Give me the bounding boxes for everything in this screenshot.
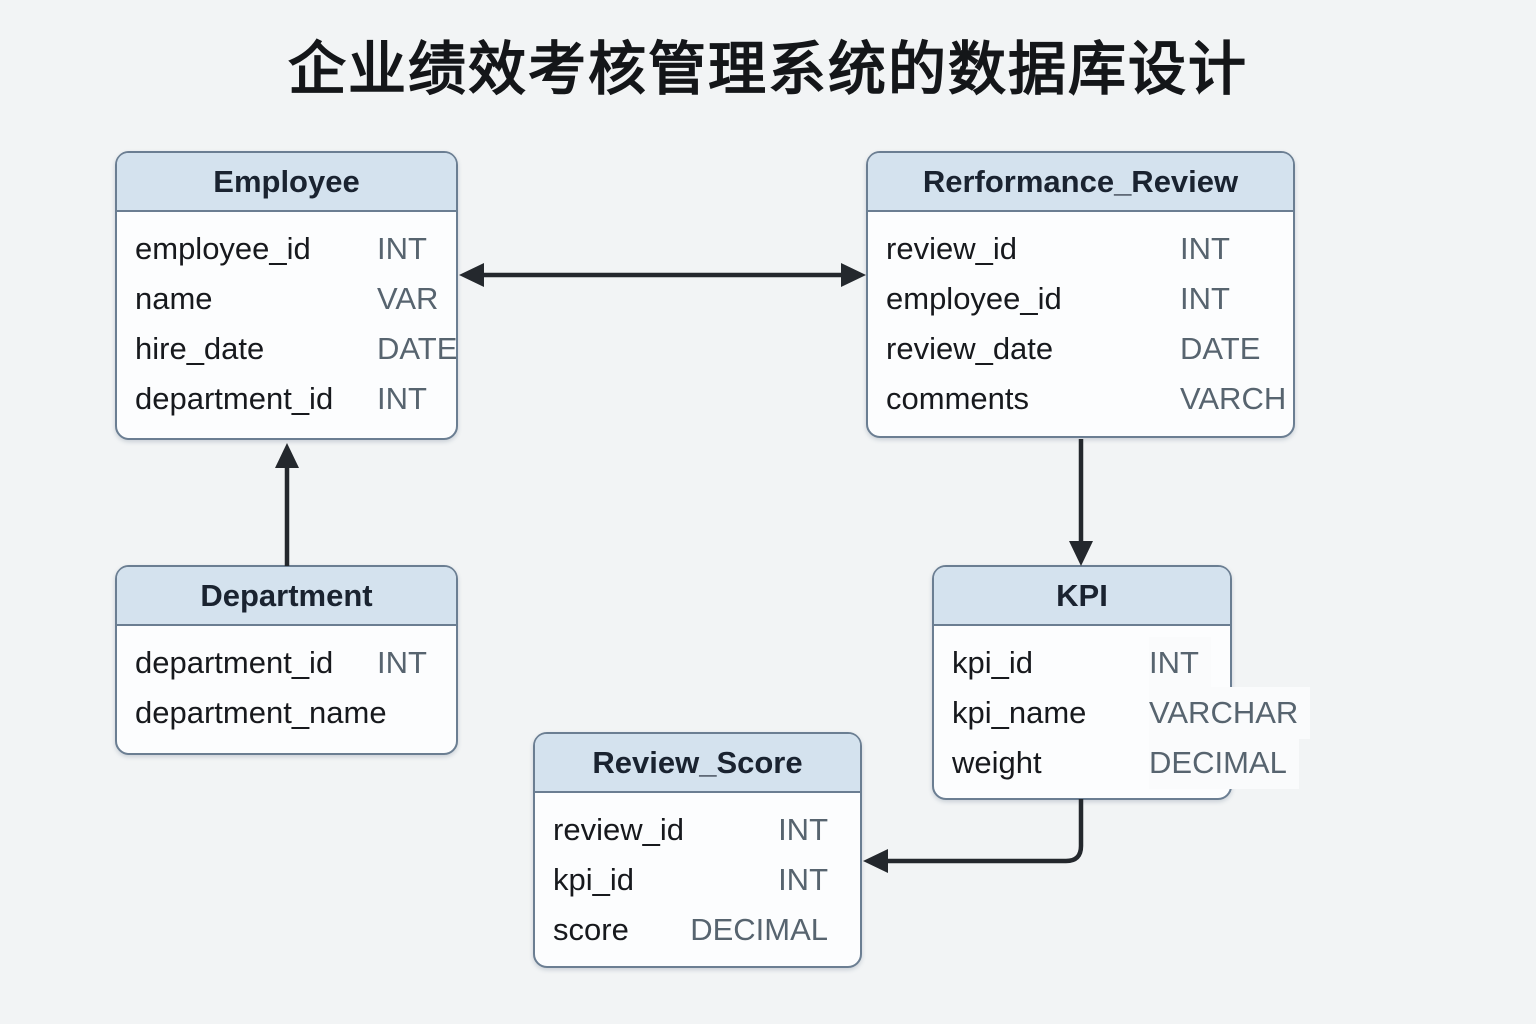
table-department-body: department_id INT department_name bbox=[117, 626, 456, 738]
field-type: DECIMAL bbox=[690, 912, 828, 947]
field-name: kpi_id bbox=[553, 862, 634, 897]
field-row-name: name VAR bbox=[135, 274, 456, 324]
field-row-kpi-id: kpi_id INT bbox=[952, 637, 1230, 689]
field-name: review_id bbox=[886, 231, 1017, 266]
field-name: department_id bbox=[135, 381, 334, 416]
field-name: comments bbox=[886, 381, 1029, 416]
field-row-score: score DECIMAL bbox=[553, 905, 860, 955]
field-row-department-id: department_id INT bbox=[135, 374, 456, 424]
field-row-employee-id: employee_id INT bbox=[886, 274, 1293, 324]
field-name: score bbox=[553, 912, 629, 947]
field-type: INT bbox=[1180, 231, 1230, 266]
field-name: review_date bbox=[886, 331, 1054, 366]
field-name: kpi_name bbox=[952, 695, 1087, 730]
field-type: INT bbox=[377, 645, 427, 680]
field-name: employee_id bbox=[135, 231, 311, 266]
field-name: department_name bbox=[135, 695, 387, 730]
field-name: review_id bbox=[553, 812, 684, 847]
field-row-review-id: review_id INT bbox=[553, 805, 860, 855]
diagram-title: 企业绩效考核管理系统的数据库设计 bbox=[287, 37, 1248, 102]
table-performance-review-title: Rerformance_Review bbox=[922, 164, 1239, 199]
field-name: name bbox=[135, 281, 213, 316]
field-row-comments: comments VARCH bbox=[886, 374, 1293, 424]
field-row-review-date: review_date DATE bbox=[886, 324, 1293, 374]
table-employee-body: employee_id INT name VAR hire_date DATE … bbox=[117, 212, 458, 424]
table-review-score-title: Review_Score bbox=[592, 745, 803, 780]
table-review-score-header: Review_Score bbox=[535, 734, 860, 793]
field-type: VARCH bbox=[1180, 381, 1287, 416]
field-row-review-id: review_id INT bbox=[886, 224, 1293, 274]
field-type: INT bbox=[778, 812, 828, 847]
field-type: DATE bbox=[377, 331, 458, 366]
table-department: Department department_id INT department_… bbox=[115, 565, 458, 755]
table-employee: Employee employee_id INT name VAR hire_d… bbox=[115, 151, 458, 440]
arrow-performance-review-kpi bbox=[1069, 439, 1093, 566]
field-type: VAR bbox=[377, 281, 439, 316]
table-performance-review: Rerformance_Review review_id INT employe… bbox=[866, 151, 1295, 438]
field-name: department_id bbox=[135, 645, 334, 680]
field-type: INT bbox=[377, 381, 427, 416]
field-type: DATE bbox=[1180, 331, 1261, 366]
table-review-score: Review_Score review_id INT kpi_id INT sc… bbox=[533, 732, 862, 968]
field-name: employee_id bbox=[886, 281, 1062, 316]
table-performance-review-header: Rerformance_Review bbox=[868, 153, 1293, 212]
field-row-department-id: department_id INT bbox=[135, 638, 456, 688]
field-type: INT bbox=[377, 231, 427, 266]
table-kpi-title: KPI bbox=[1056, 578, 1108, 613]
field-type: INT bbox=[1180, 281, 1230, 316]
field-type: VARCHAR bbox=[1149, 687, 1311, 739]
arrow-employee-performance-review bbox=[459, 263, 866, 287]
table-performance-review-body: review_id INT employee_id INT review_dat… bbox=[868, 212, 1293, 424]
field-type: INT bbox=[1149, 637, 1211, 689]
field-name: hire_date bbox=[135, 331, 265, 366]
table-review-score-body: review_id INT kpi_id INT score DECIMAL bbox=[535, 793, 860, 955]
field-row-employee-id: employee_id INT bbox=[135, 224, 456, 274]
field-row-weight: weight DECIMAL bbox=[952, 737, 1299, 789]
arrow-department-employee bbox=[275, 443, 299, 566]
field-name: weight bbox=[952, 745, 1042, 780]
field-row-department-name: department_name bbox=[135, 688, 456, 738]
table-employee-header: Employee bbox=[117, 153, 456, 212]
table-department-title: Department bbox=[200, 578, 373, 613]
table-kpi-body: kpi_id INT kpi_name VARCHAR weight DECIM… bbox=[934, 626, 1311, 789]
field-row-hire-date: hire_date DATE bbox=[135, 324, 458, 374]
field-name: kpi_id bbox=[952, 645, 1033, 680]
arrow-kpi-review-score bbox=[863, 799, 1084, 873]
table-kpi-header: KPI bbox=[934, 567, 1230, 626]
table-kpi: KPI kpi_id INT kpi_name VARCHAR weight D… bbox=[932, 565, 1311, 800]
field-row-kpi-name: kpi_name VARCHAR bbox=[952, 687, 1311, 739]
field-row-kpi-id: kpi_id INT bbox=[553, 855, 860, 905]
field-type: DECIMAL bbox=[1149, 737, 1299, 789]
table-employee-title: Employee bbox=[213, 164, 360, 199]
table-department-header: Department bbox=[117, 567, 456, 626]
field-type: INT bbox=[778, 862, 828, 897]
